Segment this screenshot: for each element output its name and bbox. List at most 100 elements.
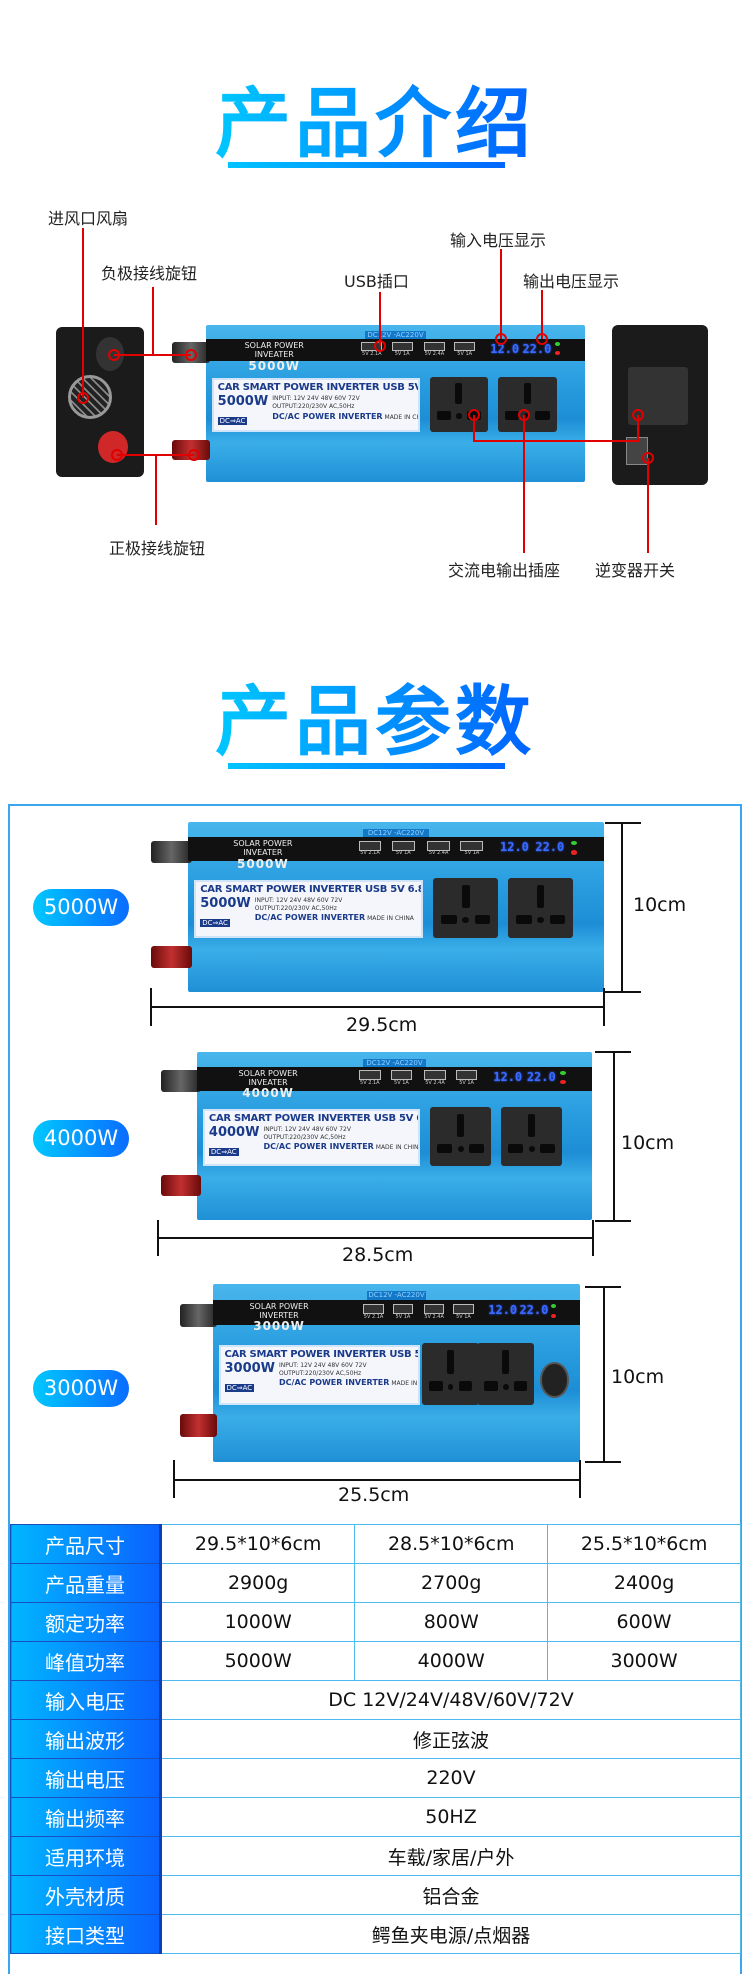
- usb-port-icon: 5V 1A: [390, 1070, 413, 1086]
- height-label: 10cm: [611, 1366, 665, 1388]
- label-title: CAR SMART POWER INVERTER USB 5V 6.8A(Max…: [217, 382, 418, 394]
- label-output: OUTPUT:220/230V AC,50Hz: [279, 1369, 362, 1377]
- label-output: OUTPUT:220/230V AC,50Hz: [272, 403, 355, 411]
- cell-value: 28.5*10*6cm: [354, 1524, 549, 1564]
- model-pill-5000w: 5000W: [33, 889, 129, 926]
- label-input: INPUT: 12V 24V 48V 60V 72V: [279, 1361, 367, 1369]
- callout-line-outlet: [473, 415, 639, 553]
- usb-label: 5V 1A: [395, 1313, 411, 1320]
- power-switch-icon[interactable]: [539, 1362, 569, 1398]
- callout-lines: [77, 228, 654, 553]
- fan-grille-icon: [68, 375, 112, 419]
- usb-port-icon: 5V 2.1A: [358, 840, 382, 856]
- usb-port-icon: 5V 2.1A: [363, 1303, 384, 1320]
- table-row: 适用环境车载/家居/户外: [10, 1836, 741, 1876]
- usb-label: 5V 2.1A: [360, 850, 380, 857]
- callout-line-negative: [114, 287, 191, 356]
- negative-knob-icon: [171, 342, 210, 363]
- row-label: 输入电压: [10, 1680, 162, 1720]
- usb-label: 5V 1A: [456, 1313, 471, 1320]
- voltage-tab: DC12V -AC220V: [365, 331, 426, 341]
- cell-value: 1000W: [159, 1602, 356, 1642]
- usb-port-icon: 5V 2.4A: [424, 1070, 446, 1086]
- intro-title: 产品介绍: [0, 62, 750, 172]
- length-dimension-line: [173, 1479, 581, 1481]
- row-label: 输出频率: [10, 1797, 162, 1837]
- cell-value: 29.5*10*6cm: [159, 1524, 356, 1564]
- length-dimension-line: [150, 1006, 605, 1008]
- ac-socket-icon: [477, 1342, 535, 1406]
- ac-socket-icon: [501, 1107, 563, 1167]
- usb-port-icon: 5V 1A: [454, 342, 476, 357]
- row-label: 外壳材质: [10, 1875, 162, 1915]
- spec-label-panel: CAR SMART POWER INVERTER USB 5V 6.8A(Max…: [194, 879, 424, 938]
- voltage-tab: DC12V -AC220V: [367, 1291, 426, 1302]
- callout-usb-port: USB插口: [344, 272, 409, 291]
- model-pill-4000w: 4000W: [33, 1120, 129, 1157]
- dc-ac-badge: DC⇒AC: [200, 918, 230, 927]
- usb-label: 5V 2.4A: [428, 850, 449, 857]
- label-output: OUTPUT:220/230V AC,50Hz: [263, 1134, 346, 1142]
- brand-name: SOLAR POWER INVEATER: [238, 1069, 298, 1088]
- input-voltage-display: 12.0: [500, 840, 529, 855]
- params-title: 产品参数: [0, 660, 750, 770]
- dimension-tick: [605, 991, 641, 993]
- usb-port-icon: 5V 1A: [391, 342, 413, 357]
- callout-output-display: 输出电压显示: [523, 272, 620, 291]
- inverter-right-end-panel: [612, 325, 708, 485]
- height-dimension-line: [613, 1051, 615, 1221]
- cell-value: 铝合金: [160, 1875, 741, 1915]
- length-label: 29.5cm: [346, 1014, 418, 1036]
- negative-knob-icon: [161, 1070, 201, 1093]
- cell-value: DC 12V/24V/48V/60V/72V: [160, 1680, 741, 1720]
- spec-label-panel: CAR SMART POWER INVERTER USB 5V 6.8A(Max…: [218, 1344, 421, 1406]
- usb-port-icon: 5V 2.1A: [358, 1070, 381, 1086]
- dimension-tick: [595, 1051, 631, 1053]
- usb-label: 5V 1A: [459, 1080, 474, 1087]
- input-voltage-display: 12.0: [488, 1303, 518, 1317]
- usb-label: 5V 2.1A: [363, 1313, 384, 1320]
- model-pill-3000w: 3000W: [33, 1370, 129, 1407]
- callout-input-display: 输入电压显示: [450, 231, 547, 250]
- ac-socket-icon: [430, 1107, 492, 1167]
- voltage-tab: DC12V -AC220V: [362, 1058, 427, 1069]
- ac-socket-icon: [497, 376, 557, 432]
- label-type: DC/AC POWER INVERTER: [263, 1142, 374, 1152]
- dimension-tick: [605, 822, 641, 824]
- table-row: 输出波形修正弦波: [10, 1719, 741, 1759]
- cell-value: 鳄鱼夹电源/点烟器: [160, 1914, 741, 1954]
- callout-fan: 进风口风扇: [48, 209, 129, 228]
- row-label: 额定功率: [10, 1602, 162, 1642]
- label-type: DC/AC POWER INVERTER: [272, 411, 383, 421]
- length-label: 28.5cm: [342, 1244, 414, 1266]
- row-label: 适用环境: [10, 1836, 162, 1876]
- ac-socket-icon: [508, 878, 573, 938]
- label-watt: 5000W: [200, 895, 251, 911]
- label-input: INPUT: 12V 24V 48V 60V 72V: [263, 1126, 351, 1134]
- spec-box: [8, 804, 742, 1974]
- usb-label: 5V 1A: [395, 850, 411, 857]
- height-label: 10cm: [621, 1132, 675, 1154]
- usb-label: 5V 1A: [464, 850, 480, 857]
- height-dimension-line: [603, 1286, 605, 1462]
- params-title-underline: [228, 763, 505, 769]
- dimension-tick: [579, 1460, 581, 1498]
- dc-ac-badge: DC⇒AC: [217, 417, 248, 426]
- cell-value: 220V: [160, 1758, 741, 1798]
- label-input: INPUT: 12V 24V 48V 60V 72V: [272, 395, 360, 403]
- height-dimension-line: [621, 822, 623, 992]
- cell-value: 4000W: [354, 1641, 549, 1681]
- output-voltage-display: 22.0: [519, 1303, 549, 1317]
- usb-port-icon: 5V 2.4A: [427, 840, 451, 856]
- brand-name: SOLAR POWER INVERTER: [249, 1302, 309, 1321]
- table-row: 接口类型鳄鱼夹电源/点烟器: [10, 1914, 741, 1954]
